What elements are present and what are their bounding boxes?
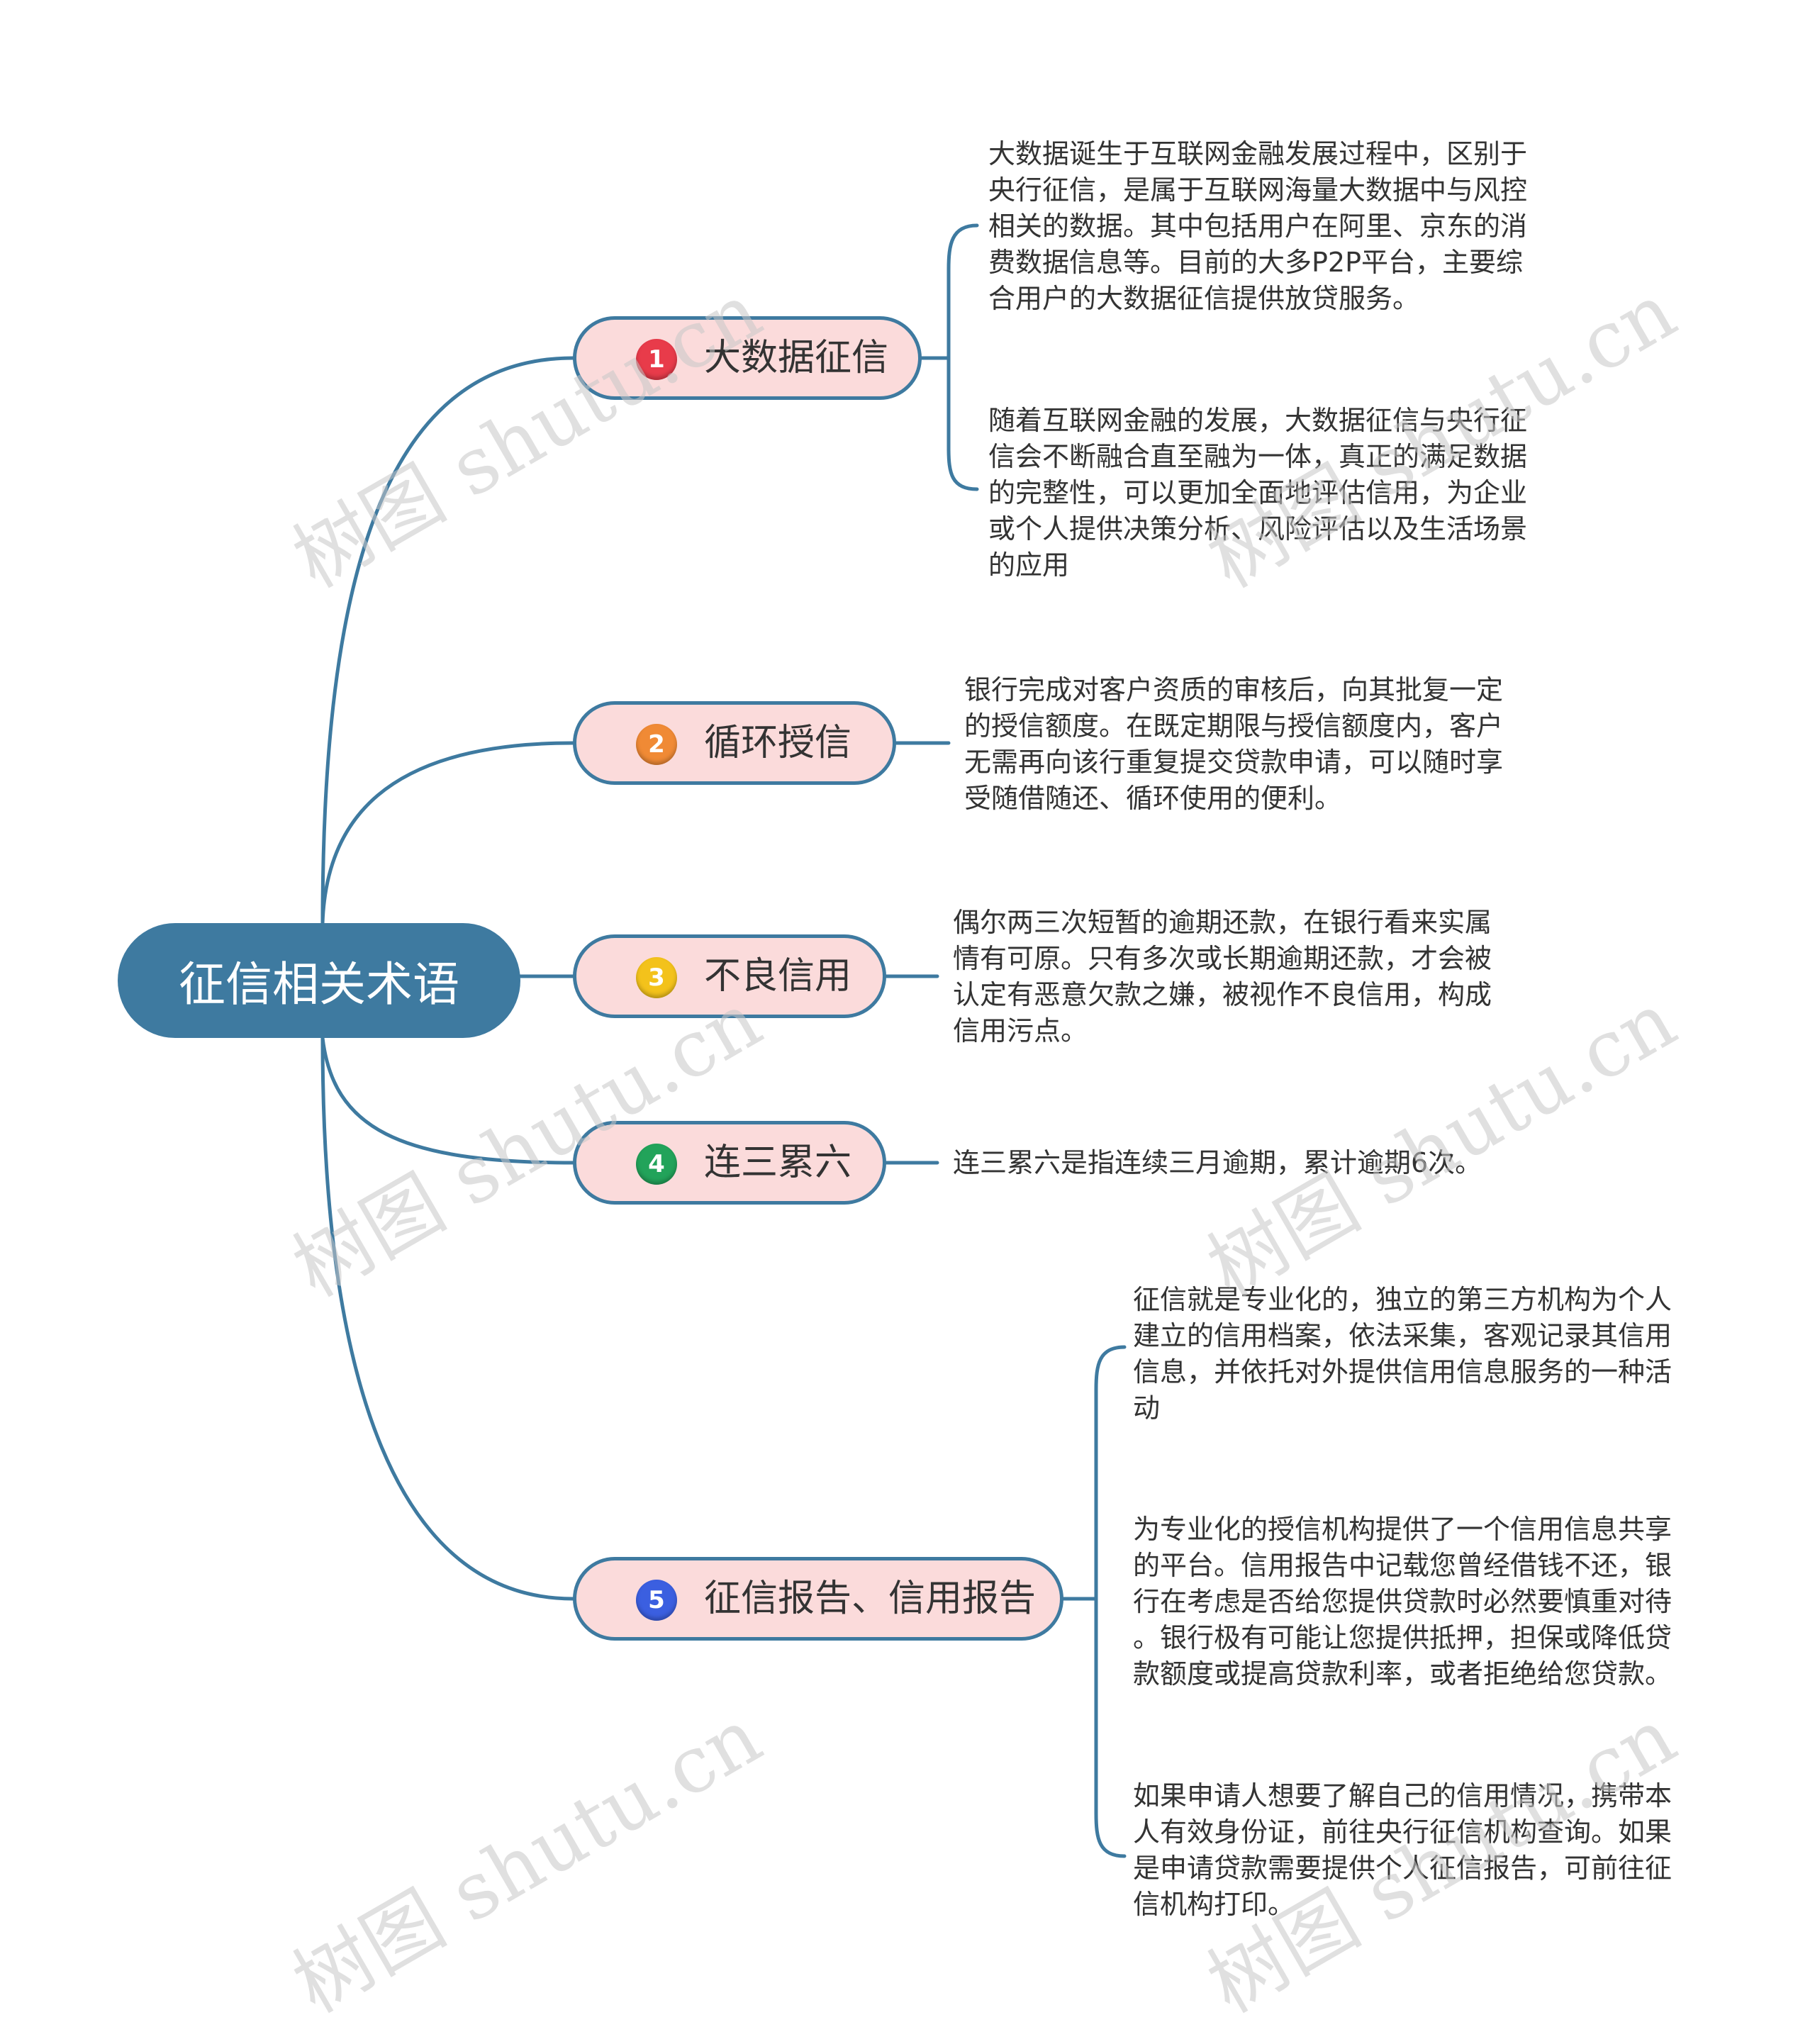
note-line: 动 xyxy=(1133,1392,1161,1424)
note-line: 的平台。信用报告中记载您曾经借钱不还，银 xyxy=(1133,1550,1672,1581)
note-line: 信息，并依托对外提供信用信息服务的一种活 xyxy=(1133,1356,1672,1387)
note-line: 的应用 xyxy=(988,549,1070,581)
note-line: 人有效身份证，前往央行征信机构查询。如果 xyxy=(1133,1816,1672,1848)
link-root-branch-1 xyxy=(320,356,575,925)
root-topic[interactable]: 征信相关术语 xyxy=(118,923,520,1038)
note-line: 行在考虑是否给您提供贷款时必然要慎重对待 xyxy=(1133,1586,1672,1617)
note-line: 无需再向该行重复提交贷款申请，可以随时享 xyxy=(964,747,1504,778)
note-line: 情有可原。只有多次或长期逾期还款，才会被 xyxy=(953,943,1492,974)
note-line: 建立的信用档案，依法采集，客观记录其信用 xyxy=(1133,1320,1672,1351)
branch-topic-label: 不良信用 xyxy=(704,955,852,998)
note-line: 合用户的大数据征信提供放贷服务。 xyxy=(988,283,1420,314)
note-line: 认定有恶意欠款之嫌，被视作不良信用，构成 xyxy=(953,979,1492,1010)
note-line: 银行完成对客户资质的审核后，向其批复一定 xyxy=(964,674,1504,705)
number-1-badge-icon: 1 xyxy=(636,339,677,380)
note-branch-3[interactable]: 偶尔两三次短暂的逾期还款，在银行看来实属 情有可原。只有多次或长期逾期还款，才会… xyxy=(953,905,1492,1049)
branch-topic-label: 征信报告、信用报告 xyxy=(704,1577,1037,1620)
note-line: 连三累六是指连续三月逾期，累计逾期6次。 xyxy=(953,1147,1482,1178)
root-topic-label: 征信相关术语 xyxy=(179,957,459,1012)
branch-topic-label: 连三累六 xyxy=(704,1141,852,1184)
note-branch-4[interactable]: 连三累六是指连续三月逾期，累计逾期6次。 xyxy=(953,1145,1482,1181)
branch-topic-4[interactable]: 4 连三累六 xyxy=(573,1121,886,1205)
bracket-branch-5 xyxy=(1094,1345,1127,1858)
note-line: 或个人提供决策分析、风险评估以及生活场景 xyxy=(988,513,1528,544)
note-line: 央行征信，是属于互联网海量大数据中与风控 xyxy=(988,174,1528,206)
link-root-branch-5 xyxy=(320,1036,575,1601)
note-line: 款额度或提高贷款利率，或者拒绝给您贷款。 xyxy=(1133,1658,1672,1690)
link-root-branch-4 xyxy=(320,1036,575,1165)
branch-topic-label: 大数据征信 xyxy=(704,337,889,379)
number-4-badge-icon: 4 xyxy=(636,1144,677,1185)
number-3-badge-icon: 3 xyxy=(636,957,677,998)
note-line: 随着互联网金融的发展，大数据征信与央行征 xyxy=(988,405,1528,436)
branch-topic-5[interactable]: 5 征信报告、信用报告 xyxy=(573,1557,1063,1641)
note-line: 大数据诞生于互联网金融发展过程中，区别于 xyxy=(988,138,1528,169)
note-line: 如果申请人想要了解自己的信用情况，携带本 xyxy=(1133,1780,1672,1811)
note-line: 费数据信息等。目前的大多P2P平台，主要综 xyxy=(988,247,1524,278)
note-line: 的授信额度。在既定期限与授信额度内，客户 xyxy=(964,710,1504,742)
number-5-badge-icon: 5 xyxy=(636,1580,677,1621)
note-branch-5-a[interactable]: 征信就是专业化的，独立的第三方机构为个人 建立的信用档案，依法采集，客观记录其信… xyxy=(1133,1282,1672,1426)
note-line: 征信就是专业化的，独立的第三方机构为个人 xyxy=(1133,1284,1672,1315)
note-line: 信用污点。 xyxy=(953,1015,1088,1046)
number-2-badge-icon: 2 xyxy=(636,724,677,765)
branch-topic-label: 循环授信 xyxy=(704,722,852,764)
branch-topic-2[interactable]: 2 循环授信 xyxy=(573,701,896,785)
note-branch-2[interactable]: 银行完成对客户资质的审核后，向其批复一定 的授信额度。在既定期限与授信额度内，客… xyxy=(964,672,1503,817)
note-line: 信机构打印。 xyxy=(1133,1889,1295,1920)
note-line: 为专业化的授信机构提供了一个信用信息共享 xyxy=(1133,1514,1672,1545)
note-line: 是申请贷款需要提供个人征信报告，可前往征 xyxy=(1133,1853,1672,1884)
note-line: 信会不断融合直至融为一体，真正的满足数据 xyxy=(988,441,1528,472)
note-line: 的完整性，可以更加全面地评估信用，为企业 xyxy=(988,477,1528,508)
branch-topic-1[interactable]: 1 大数据征信 xyxy=(573,316,922,400)
note-branch-1-b[interactable]: 随着互联网金融的发展，大数据征信与央行征 信会不断融合直至融为一体，真正的满足数… xyxy=(988,403,1527,583)
note-branch-5-b[interactable]: 为专业化的授信机构提供了一个信用信息共享 的平台。信用报告中记载您曾经借钱不还，… xyxy=(1133,1512,1672,1692)
bracket-branch-1 xyxy=(946,223,979,491)
link-root-branch-2 xyxy=(320,741,575,925)
note-branch-1-a[interactable]: 大数据诞生于互联网金融发展过程中，区别于 央行征信，是属于互联网海量大数据中与风… xyxy=(988,136,1527,317)
note-branch-5-c[interactable]: 如果申请人想要了解自己的信用情况，携带本 人有效身份证，前往央行征信机构查询。如… xyxy=(1133,1778,1672,1923)
note-line: 相关的数据。其中包括用户在阿里、京东的消 xyxy=(988,211,1528,242)
note-line: 受随借随还、循环使用的便利。 xyxy=(964,783,1342,814)
note-line: 。银行极有可能让您提供抵押，担保或降低贷 xyxy=(1133,1622,1672,1653)
branch-topic-3[interactable]: 3 不良信用 xyxy=(573,934,886,1018)
note-line: 偶尔两三次短暂的逾期还款，在银行看来实属 xyxy=(953,907,1492,938)
